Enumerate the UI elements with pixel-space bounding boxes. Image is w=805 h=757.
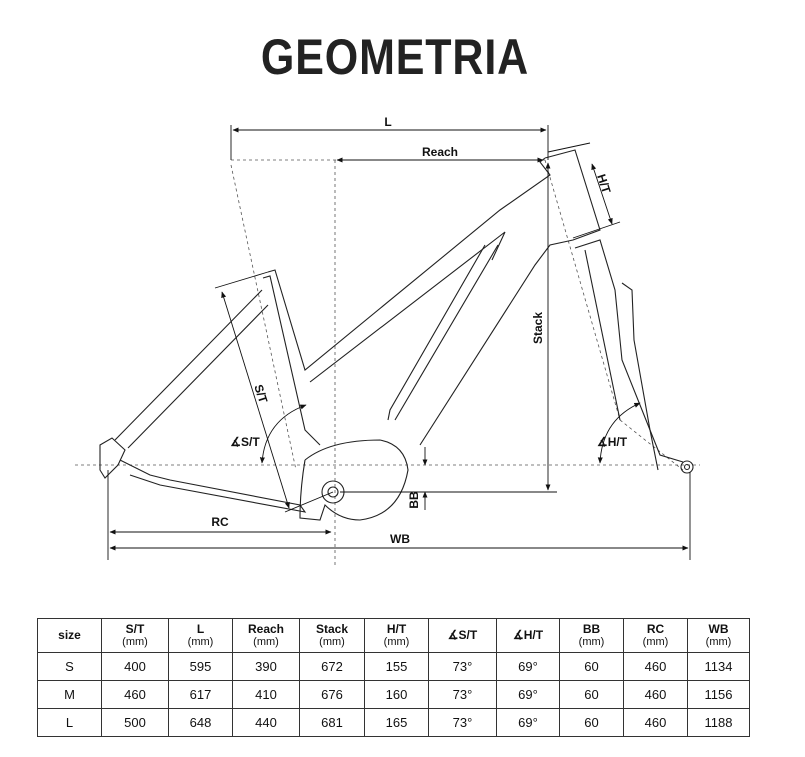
- label-bb: BB: [407, 491, 421, 509]
- table-cell: 1188: [687, 708, 750, 737]
- column-header-label: ∡S/T: [447, 628, 478, 642]
- table-cell: 400: [101, 652, 169, 681]
- table-cell: 672: [299, 652, 365, 681]
- table-cell: 460: [101, 680, 169, 709]
- table-cell: 681: [299, 708, 365, 737]
- column-header: Stack(mm): [299, 618, 365, 653]
- label-st-angle: ∡S/T: [230, 435, 260, 449]
- column-header-unit: (mm): [122, 635, 148, 648]
- column-header-label: H/T: [386, 621, 407, 636]
- column-header: S/T(mm): [101, 618, 169, 653]
- bike-frame: [99, 149, 694, 521]
- column-header-unit: (mm): [383, 635, 410, 648]
- column-header-unit: (mm): [187, 635, 214, 648]
- column-header-label: ∡H/T: [512, 628, 544, 642]
- table-cell: 440: [232, 708, 300, 737]
- label-stack: Stack: [531, 312, 545, 344]
- table-cell: 60: [559, 680, 624, 709]
- column-header-label: L: [196, 621, 205, 636]
- table-cell: 390: [232, 652, 300, 681]
- table-cell: 73°: [428, 708, 497, 737]
- table-cell: 60: [559, 652, 624, 681]
- bike-geometry-diagram: L Reach Stack H/T S/T ∡S/T ∡H/T BB RC WB: [75, 115, 700, 565]
- column-header-unit: (mm): [642, 635, 669, 648]
- column-header: BB(mm): [559, 618, 624, 653]
- table-cell: 69°: [496, 680, 560, 709]
- table-cell: 1156: [687, 680, 750, 709]
- table-cell: 460: [623, 652, 688, 681]
- column-header-unit: (mm): [705, 635, 732, 648]
- dimension-lines: [107, 125, 691, 560]
- table-cell: 60: [559, 708, 624, 737]
- column-header: ∡H/T: [496, 618, 560, 653]
- column-header-unit: (mm): [319, 635, 345, 648]
- column-header-label: S/T: [125, 621, 145, 636]
- table-cell: 676: [299, 680, 365, 709]
- column-header: Reach(mm): [232, 618, 300, 653]
- column-header-label: Reach: [247, 621, 285, 636]
- label-L: L: [384, 115, 391, 129]
- table-cell: M: [37, 680, 102, 709]
- label-rc: RC: [211, 515, 229, 529]
- table-cell: 160: [364, 680, 429, 709]
- table-cell: 1134: [687, 652, 750, 681]
- column-header: ∡S/T: [428, 618, 497, 653]
- table-cell: 460: [623, 708, 688, 737]
- column-header: RC(mm): [623, 618, 688, 653]
- column-header: size: [37, 618, 102, 653]
- page-title: GEOMETRIA: [260, 29, 530, 85]
- table-cell: 595: [168, 652, 233, 681]
- table-cell: 73°: [428, 680, 497, 709]
- column-header-label: WB: [708, 621, 729, 636]
- table-cell: 69°: [496, 652, 560, 681]
- table-cell: 155: [364, 652, 429, 681]
- table-cell: 617: [168, 680, 233, 709]
- column-header-unit: (mm): [253, 635, 279, 648]
- table-cell: 165: [364, 708, 429, 737]
- label-reach: Reach: [422, 145, 458, 159]
- table-cell: 648: [168, 708, 233, 737]
- table-cell: 73°: [428, 652, 497, 681]
- table-cell: 410: [232, 680, 300, 709]
- label-st: S/T: [251, 383, 270, 406]
- table-cell: 460: [623, 680, 688, 709]
- table-cell: 500: [101, 708, 169, 737]
- column-header: WB(mm): [687, 618, 750, 653]
- reference-lines: [75, 159, 700, 565]
- column-header-label: BB: [582, 621, 601, 636]
- label-ht-angle: ∡H/T: [597, 435, 628, 449]
- column-header-label: RC: [646, 621, 665, 636]
- column-header: H/T(mm): [364, 618, 429, 653]
- table-cell: 69°: [496, 708, 560, 737]
- column-header: L(mm): [168, 618, 233, 653]
- table-cell: L: [37, 708, 102, 737]
- column-header-label: size: [58, 628, 81, 642]
- label-wb: WB: [390, 532, 410, 546]
- column-header-unit: (mm): [578, 635, 605, 648]
- table-cell: S: [37, 652, 102, 681]
- label-ht: H/T: [594, 172, 613, 195]
- column-header-label: Stack: [315, 621, 349, 636]
